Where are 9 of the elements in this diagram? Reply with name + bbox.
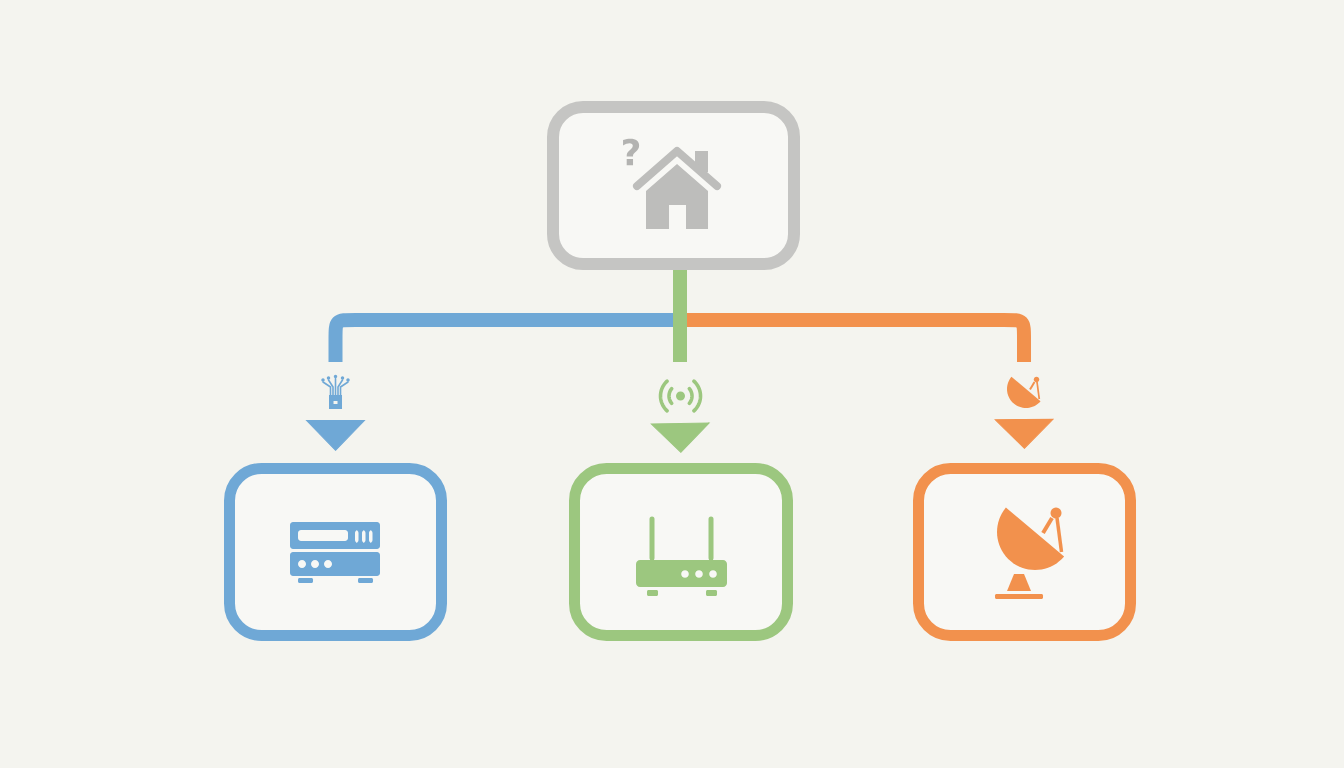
- wireless-signal-icon: [658, 379, 703, 413]
- connector-line: [687, 313, 1031, 362]
- fiber-optic-icon: [321, 374, 350, 409]
- satellite-dish-icon: [1007, 376, 1041, 408]
- arrow: [994, 418, 1054, 449]
- arrow: [306, 419, 365, 451]
- rounded-box: ?: [547, 101, 800, 270]
- connector-line: [328, 313, 673, 362]
- arrow: [650, 422, 710, 453]
